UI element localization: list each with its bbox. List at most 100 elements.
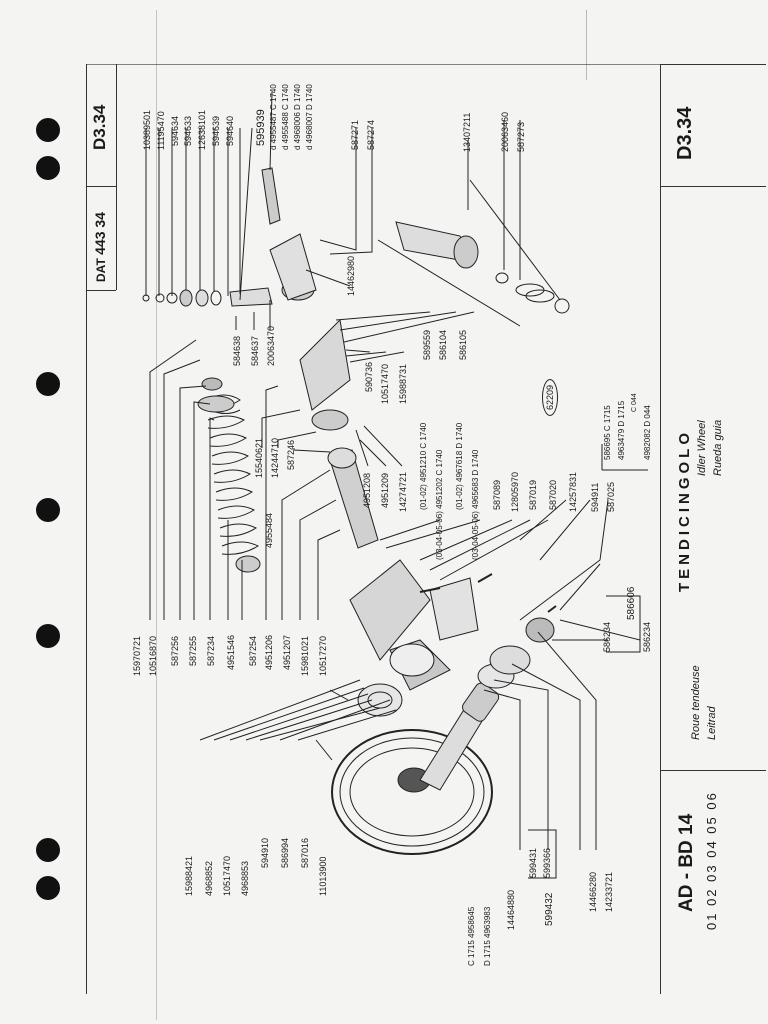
svg-text:586234: 586234 xyxy=(642,622,652,652)
svg-text:589559: 589559 xyxy=(422,330,432,360)
svg-text:12805970: 12805970 xyxy=(510,472,520,512)
svg-text:14274721: 14274721 xyxy=(398,472,408,512)
bottom-mid-labels: 14464880 599432 599431 599366 14466280 1… xyxy=(506,848,614,930)
svg-text:587271: 587271 xyxy=(350,120,360,150)
svg-text:586104: 586104 xyxy=(438,330,448,360)
svg-text:C 044: C 044 xyxy=(631,393,638,412)
header-box-line xyxy=(86,186,116,187)
mid-labels: 587271 587274 13407211 20063460 587273 xyxy=(350,112,526,152)
svg-text:10517270: 10517270 xyxy=(318,636,328,676)
svg-text:587256: 587256 xyxy=(170,636,180,666)
svg-text:587019: 587019 xyxy=(528,480,538,510)
binder-hole xyxy=(36,372,60,396)
binder-hole xyxy=(36,118,60,142)
svg-text:15988731: 15988731 xyxy=(398,364,408,404)
svg-text:10517470: 10517470 xyxy=(380,364,390,404)
tension-spring xyxy=(204,394,260,555)
header-box-line xyxy=(86,290,116,291)
part-number: 594634 xyxy=(170,116,180,146)
svg-text:587025: 587025 xyxy=(606,482,616,512)
center-labels: 584638 584637 20063470 14462980 589559 5… xyxy=(232,256,468,366)
part-number: 12638101 xyxy=(197,110,207,150)
svg-text:584638: 584638 xyxy=(232,336,242,366)
svg-text:10517470: 10517470 xyxy=(222,856,232,896)
svg-text:587234: 587234 xyxy=(206,636,216,666)
svg-text:14464880: 14464880 xyxy=(506,890,516,930)
svg-text:4963479 D 1715: 4963479 D 1715 xyxy=(617,400,626,460)
svg-text:599431: 599431 xyxy=(528,848,538,878)
svg-text:587020: 587020 xyxy=(548,480,558,510)
svg-text:(01-02) 4967618 D 1740: (01-02) 4967618 D 1740 xyxy=(455,422,464,510)
svg-text:586994: 586994 xyxy=(280,838,290,868)
svg-text:594911: 594911 xyxy=(590,483,600,512)
top-labels: 10389501 11195470 594634 594633 12638101… xyxy=(142,109,267,150)
svg-text:d 4955488 C 1740: d 4955488 C 1740 xyxy=(281,84,290,150)
svg-text:587255: 587255 xyxy=(188,636,198,666)
svg-text:590736: 590736 xyxy=(364,362,374,392)
pivot-variants: (01-02) 4951210 C 1740 (03-04-05-06) 495… xyxy=(419,422,480,560)
idler-wheel xyxy=(331,729,493,855)
binder-hole xyxy=(36,876,60,900)
svg-text:586105: 586105 xyxy=(458,330,468,360)
header-box-line xyxy=(116,64,117,290)
svg-text:D 1715 4963983: D 1715 4963983 xyxy=(483,906,492,966)
part-number: 594640 xyxy=(225,116,235,146)
svg-text:C 1715 4958645: C 1715 4958645 xyxy=(467,906,476,966)
svg-text:4951209: 4951209 xyxy=(380,473,390,508)
svg-text:13407211: 13407211 xyxy=(462,113,472,152)
bottom-left-labels: 15988421 4968852 10517470 4968853 594910… xyxy=(184,838,328,896)
svg-text:587089: 587089 xyxy=(492,480,502,510)
svg-text:(03-04-05-06) 4951202 C 1740: (03-04-05-06) 4951202 C 1740 xyxy=(435,449,444,560)
svg-text:(03-04-05-06) 4965683 D 1740: (03-04-05-06) 4965683 D 1740 xyxy=(471,449,480,560)
svg-text:586695 C 1715: 586695 C 1715 xyxy=(603,405,612,460)
frame-divider xyxy=(660,770,766,771)
svg-text:15540621: 15540621 xyxy=(254,438,264,478)
left-column-labels: 15970721 10516870 587256 587255 587234 4… xyxy=(132,513,328,676)
frame-left xyxy=(86,64,87,994)
svg-text:15981021: 15981021 xyxy=(300,636,310,676)
part-number: 10389501 xyxy=(142,110,152,150)
brackets xyxy=(528,444,648,879)
svg-text:587246: 587246 xyxy=(286,440,296,470)
svg-text:599432: 599432 xyxy=(544,892,555,926)
svg-text:594910: 594910 xyxy=(260,838,270,868)
svg-text:584637: 584637 xyxy=(250,336,260,366)
svg-text:d 4968007 D 1740: d 4968007 D 1740 xyxy=(305,84,314,150)
svg-text:586234: 586234 xyxy=(602,622,612,652)
svg-text:d 4955487 C 1740: d 4955487 C 1740 xyxy=(269,84,278,150)
svg-text:4955484: 4955484 xyxy=(264,513,274,548)
svg-text:4951208: 4951208 xyxy=(362,473,372,508)
svg-text:14257831: 14257831 xyxy=(568,472,578,512)
frame-right-inner xyxy=(660,64,661,994)
binder-hole xyxy=(36,498,60,522)
part-number: 594633 xyxy=(183,116,193,146)
fold-line xyxy=(156,10,157,1020)
svg-text:586606: 586606 xyxy=(626,586,637,620)
svg-text:4982082 D 044: 4982082 D 044 xyxy=(643,405,652,460)
svg-text:4968852: 4968852 xyxy=(204,861,214,896)
right-group: 586234 586234 586606 xyxy=(602,586,652,652)
pivot-labels: 590736 10517470 15988731 xyxy=(364,362,408,404)
variant-group-top: d 4955487 C 1740 d 4955488 C 1740 d 4968… xyxy=(269,84,314,150)
part-number: 594639 xyxy=(211,116,221,146)
svg-text:20063470: 20063470 xyxy=(266,326,276,366)
part-number: 11195470 xyxy=(156,111,166,150)
arm-labels: 15540621 14244710 587246 4951208 4951209… xyxy=(254,438,616,512)
title-box-top xyxy=(660,64,766,65)
svg-text:599366: 599366 xyxy=(542,848,552,878)
title-box-line xyxy=(660,186,766,187)
part-number: 595939 xyxy=(255,109,267,146)
svg-text:587254: 587254 xyxy=(248,636,258,666)
binder-hole xyxy=(36,156,60,180)
svg-text:10516870: 10516870 xyxy=(148,636,158,676)
right-variants: 586695 C 1715 4963479 D 1715 C 044 49820… xyxy=(603,393,652,460)
svg-text:587016: 587016 xyxy=(300,838,310,868)
svg-text:11013900: 11013900 xyxy=(318,857,328,896)
svg-text:4951207: 4951207 xyxy=(282,635,292,670)
svg-text:14466280: 14466280 xyxy=(588,872,598,912)
svg-text:(01-02) 4951210 C 1740: (01-02) 4951210 C 1740 xyxy=(419,422,428,510)
svg-text:20063460: 20063460 xyxy=(500,112,510,152)
bottom-variant-labels: C 1715 4958645 D 1715 4963983 xyxy=(467,906,492,966)
